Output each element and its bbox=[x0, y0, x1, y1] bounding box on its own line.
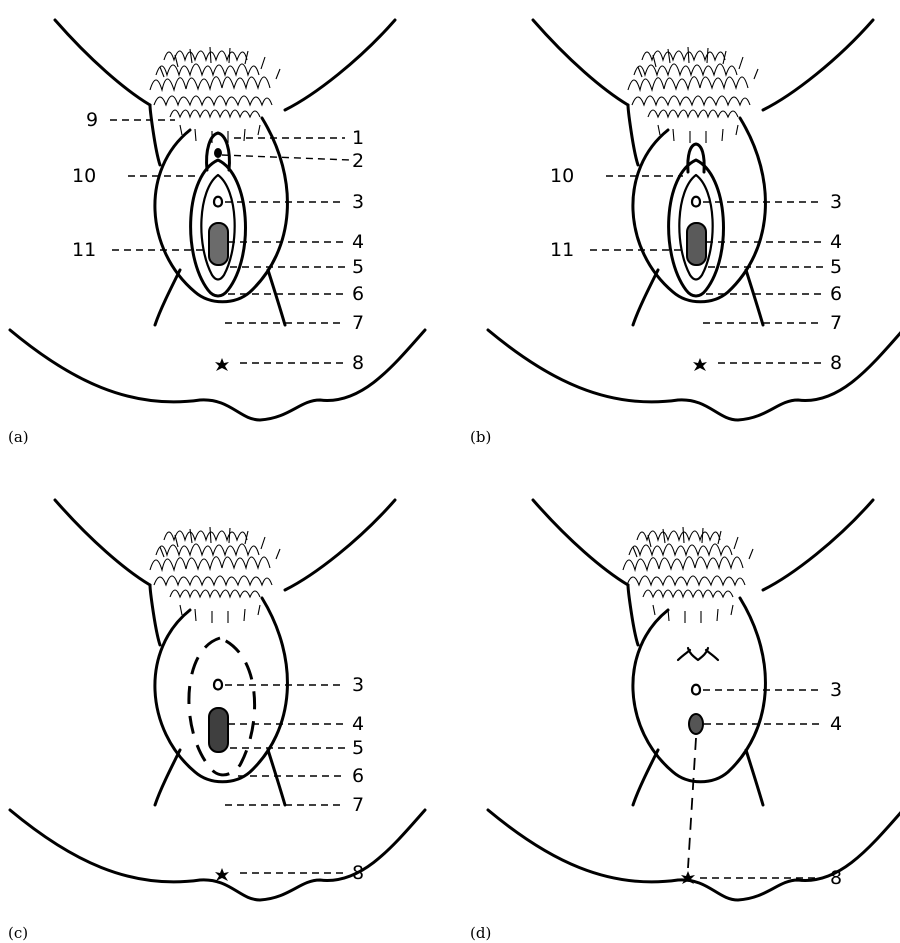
callout-8: 8 bbox=[352, 352, 364, 374]
callout-5: 5 bbox=[352, 256, 364, 278]
callout-7: 7 bbox=[352, 794, 364, 816]
callout-4: 4 bbox=[352, 231, 364, 253]
panel-label-d: (d) bbox=[470, 924, 491, 942]
callout-11: 11 bbox=[550, 239, 574, 261]
callout-4: 4 bbox=[830, 713, 842, 735]
callout-6: 6 bbox=[352, 765, 364, 787]
panel-label-a: (a) bbox=[8, 428, 29, 446]
panel-label-b: (b) bbox=[470, 428, 491, 446]
callout-8: 8 bbox=[830, 352, 842, 374]
callout-5: 5 bbox=[352, 737, 364, 759]
callout-4: 4 bbox=[830, 231, 842, 253]
callout-6: 6 bbox=[830, 283, 842, 305]
callout-7: 7 bbox=[352, 312, 364, 334]
panel-b: 3 4 5 6 7 8 10 11 (b) bbox=[470, 20, 900, 446]
callout-3: 3 bbox=[352, 191, 364, 213]
callout-3: 3 bbox=[830, 679, 842, 701]
callout-6: 6 bbox=[352, 283, 364, 305]
callout-10: 10 bbox=[72, 165, 96, 187]
callout-5: 5 bbox=[830, 256, 842, 278]
callout-8: 8 bbox=[830, 867, 842, 889]
callout-7: 7 bbox=[830, 312, 842, 334]
callout-3: 3 bbox=[352, 674, 364, 696]
callout-2: 2 bbox=[352, 150, 364, 172]
panel-c: 3 4 5 6 7 8 (c) bbox=[8, 500, 425, 942]
panel-a: 1 2 3 4 5 6 7 8 9 10 11 (a) bbox=[8, 20, 425, 446]
callout-9: 9 bbox=[86, 109, 98, 131]
panel-label-c: (c) bbox=[8, 924, 28, 942]
callout-8: 8 bbox=[352, 862, 364, 884]
panel-d: 3 4 8 (d) bbox=[470, 500, 900, 942]
callout-10: 10 bbox=[550, 165, 574, 187]
callout-11: 11 bbox=[72, 239, 96, 261]
callout-3: 3 bbox=[830, 191, 842, 213]
callout-1: 1 bbox=[352, 127, 364, 149]
callout-4: 4 bbox=[352, 713, 364, 735]
